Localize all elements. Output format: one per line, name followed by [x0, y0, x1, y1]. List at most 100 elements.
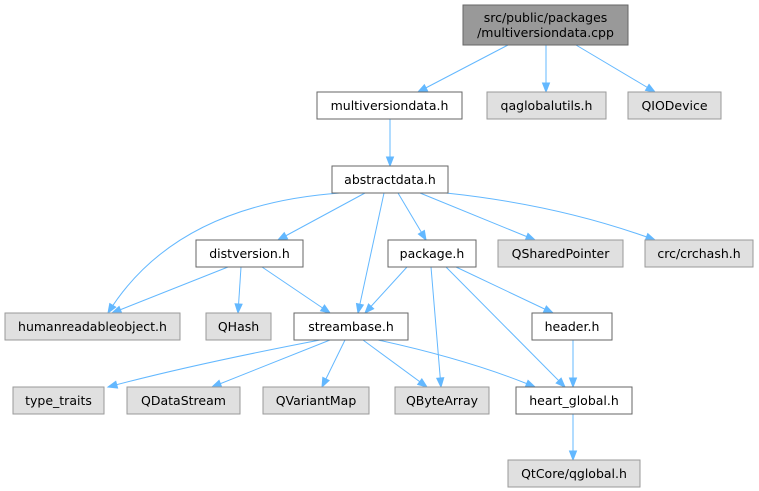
edge-dist-hro — [110, 266, 229, 314]
node-box — [531, 312, 613, 341]
node-box — [497, 239, 624, 268]
edge-hdr-hg — [568, 340, 578, 389]
edge-line — [107, 192, 341, 314]
edge-line — [445, 192, 656, 241]
node-box — [126, 386, 241, 415]
node-label: abstractdata.h — [344, 172, 436, 187]
node-label: QVariantMap — [276, 393, 357, 408]
node-qiod: QIODevice — [627, 91, 722, 120]
node-label: distversion.h — [209, 246, 290, 261]
node-abs[interactable]: abstractdata.h — [331, 165, 449, 194]
node-label: QByteArray — [406, 393, 479, 408]
arrowhead — [385, 156, 395, 168]
edge-mvd-abs — [385, 119, 395, 168]
edge-line — [575, 44, 656, 93]
edge-sb-qba — [362, 339, 429, 388]
node-root[interactable]: src/public/packages/multiversiondata.cpp — [462, 4, 629, 46]
node-label: QSharedPointer — [512, 246, 611, 261]
edge-sb-qvm — [321, 339, 346, 389]
node-crc: crc/crchash.h — [644, 239, 754, 268]
node-box — [195, 239, 304, 268]
node-qtg: QtCore/qglobal.h — [507, 459, 641, 488]
edge-pkg-hdr — [455, 266, 555, 314]
edge-sb-qds — [210, 339, 331, 388]
node-hg[interactable]: heart_global.h — [515, 386, 633, 415]
arrowhead — [524, 232, 537, 241]
arrowhead — [210, 379, 223, 388]
node-qba: QByteArray — [394, 386, 490, 415]
node-box — [627, 91, 722, 120]
node-qhash: QHash — [205, 312, 272, 341]
node-box — [12, 386, 105, 415]
edge-abs-pkg — [397, 192, 427, 242]
edge-line — [377, 339, 536, 388]
node-label: heart_global.h — [529, 393, 619, 408]
node-label: package.h — [400, 246, 465, 261]
arrowhead — [276, 231, 289, 241]
edge-sb-tt — [106, 339, 321, 389]
node-label: src/public/packages — [484, 10, 608, 25]
edge-pkg-qba — [430, 266, 445, 389]
edge-hg-qtg — [568, 414, 578, 462]
node-label: multiversiondata.h — [331, 98, 449, 113]
arrowhead — [644, 232, 657, 241]
node-box — [486, 91, 607, 120]
node-sb[interactable]: streambase.h — [293, 312, 409, 341]
arrowhead — [355, 302, 365, 315]
node-label: type_traits — [25, 393, 92, 408]
edge-line — [107, 339, 321, 388]
arrowhead — [321, 376, 330, 389]
edge-root-mvd — [416, 44, 509, 93]
node-label: streambase.h — [308, 319, 394, 334]
node-label: QDataStream — [141, 393, 226, 408]
edge-line — [419, 192, 536, 241]
arrowhead — [106, 380, 119, 389]
node-label: /multiversiondata.cpp — [477, 25, 614, 40]
edge-line — [362, 339, 428, 388]
edge-pkg-hg — [445, 266, 566, 388]
node-box — [644, 239, 754, 268]
node-box — [515, 386, 633, 415]
arrowhead — [319, 304, 332, 314]
arrowhead — [107, 302, 117, 315]
edge-line — [364, 266, 408, 314]
edge-abs-qsp — [419, 192, 537, 241]
edge-sb-hg — [377, 339, 537, 388]
node-qds: QDataStream — [126, 386, 241, 415]
node-label: crc/crchash.h — [657, 246, 740, 261]
edge-line — [261, 266, 331, 314]
node-box — [205, 312, 272, 341]
node-hro: humanreadableobject.h — [4, 312, 181, 341]
arrowhead — [417, 229, 427, 242]
edge-root-qagl — [541, 45, 551, 94]
node-label: QIODevice — [641, 98, 707, 113]
node-mvd[interactable]: multiversiondata.h — [316, 91, 463, 120]
node-label: qaglobalutils.h — [501, 98, 593, 113]
edge-line — [417, 44, 509, 93]
node-dist[interactable]: distversion.h — [195, 239, 304, 268]
node-tt: type_traits — [12, 386, 105, 415]
edge-line — [277, 192, 366, 241]
edge-line — [357, 192, 385, 314]
edge-line — [211, 339, 331, 388]
node-box — [462, 4, 629, 46]
edge-line — [430, 266, 442, 388]
node-qagl: qaglobalutils.h — [486, 91, 607, 120]
node-box — [293, 312, 409, 341]
node-label: humanreadableobject.h — [18, 319, 167, 334]
edge-dist-qhash — [234, 266, 243, 315]
node-pkg[interactable]: package.h — [387, 239, 477, 268]
edge-root-qiod — [575, 44, 657, 93]
node-hdr[interactable]: header.h — [531, 312, 613, 341]
node-label: QtCore/qglobal.h — [521, 466, 627, 481]
edge-pkg-sb — [364, 266, 408, 315]
node-qvm: QVariantMap — [262, 386, 370, 415]
arrowhead — [644, 83, 657, 93]
arrowhead — [364, 303, 375, 315]
node-box — [316, 91, 463, 120]
arrowhead — [524, 379, 537, 388]
edge-line — [445, 266, 566, 388]
node-box — [507, 459, 641, 488]
node-label: QHash — [218, 319, 259, 334]
